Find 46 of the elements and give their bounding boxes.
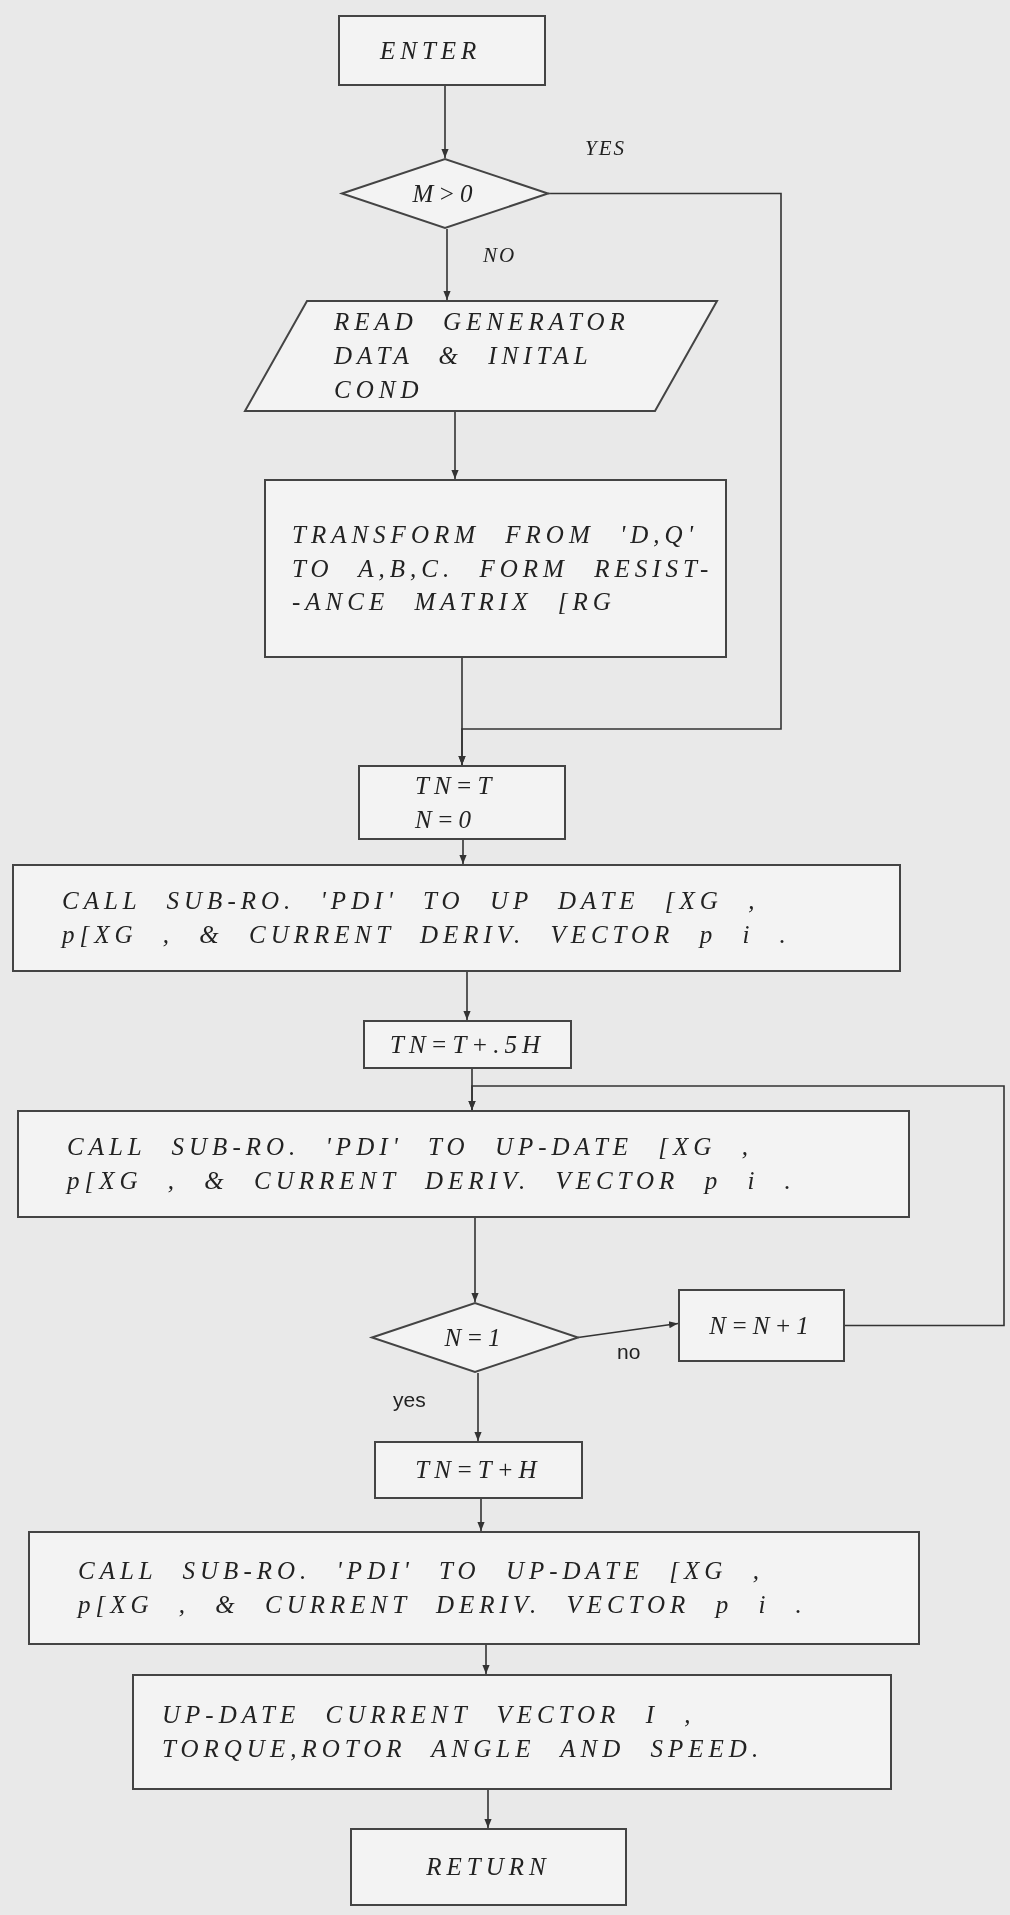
input-text: READ GENERATOR DATA & INITAL COND	[334, 307, 631, 405]
input-parallelogram	[244, 300, 718, 412]
process-box	[374, 1441, 583, 1499]
arrow	[441, 85, 449, 159]
process-text: TRANSFORM FROM 'D,Q' TO A,B,C. FORM RESIST- -ANCE MATRIX [RG	[292, 519, 715, 618]
process-text: RETURN	[425, 1852, 552, 1883]
arrow	[471, 1217, 479, 1303]
arrow	[474, 1372, 482, 1442]
process-text: TN=T+H	[414, 1455, 543, 1486]
process-box	[264, 479, 727, 658]
process-box	[350, 1828, 627, 1906]
arrow	[477, 1498, 485, 1532]
process-box	[678, 1289, 845, 1362]
arrow	[458, 657, 466, 766]
decision-text: M>0	[411, 178, 479, 209]
process-box	[28, 1531, 920, 1645]
process-box	[363, 1020, 572, 1069]
process-text: TN=T+.5H	[389, 1029, 546, 1060]
decision-diamond	[372, 1302, 578, 1373]
process-box	[17, 1110, 910, 1218]
edge-label: YES	[585, 136, 626, 161]
arrow	[451, 411, 459, 480]
arrow	[443, 228, 451, 301]
process-text: UP-DATE CURRENT VECTOR I , TORQUE,ROTOR ANGLE AND SPEED.	[162, 1700, 765, 1764]
process-text: CALL SUB-RO. 'PDI' TO UP-DATE [XG , p[XG , & CURRENT DERIV. VECTOR p i .	[67, 1132, 797, 1196]
edge-label: yes	[393, 1388, 426, 1412]
arrow	[577, 1321, 679, 1339]
process-text: CALL SUB-RO. 'PDI' TO UP DATE [XG , p[XG , & CURRENT DERIV. VECTOR p i .	[62, 886, 792, 950]
process-text: N=0	[415, 804, 478, 835]
arrow	[459, 839, 467, 865]
process-text: TN=T	[415, 770, 498, 801]
arrow	[468, 1085, 1005, 1327]
edge-label: NO	[483, 243, 517, 268]
process-box	[12, 864, 901, 972]
decision-text: N=1	[443, 1322, 507, 1353]
process-text: ENTER	[380, 35, 483, 66]
process-text: CALL SUB-RO. 'PDI' TO UP-DATE [XG , p[XG , & CURRENT DERIV. VECTOR p i .	[78, 1556, 808, 1620]
process-box	[338, 15, 546, 86]
process-text: N=N+1	[708, 1310, 815, 1341]
process-box	[358, 765, 566, 840]
edge-label: no	[617, 1340, 641, 1364]
process-box	[132, 1674, 892, 1790]
arrow	[484, 1789, 492, 1829]
arrow	[482, 1644, 490, 1675]
arrow	[463, 971, 471, 1021]
decision-diamond	[342, 158, 548, 229]
